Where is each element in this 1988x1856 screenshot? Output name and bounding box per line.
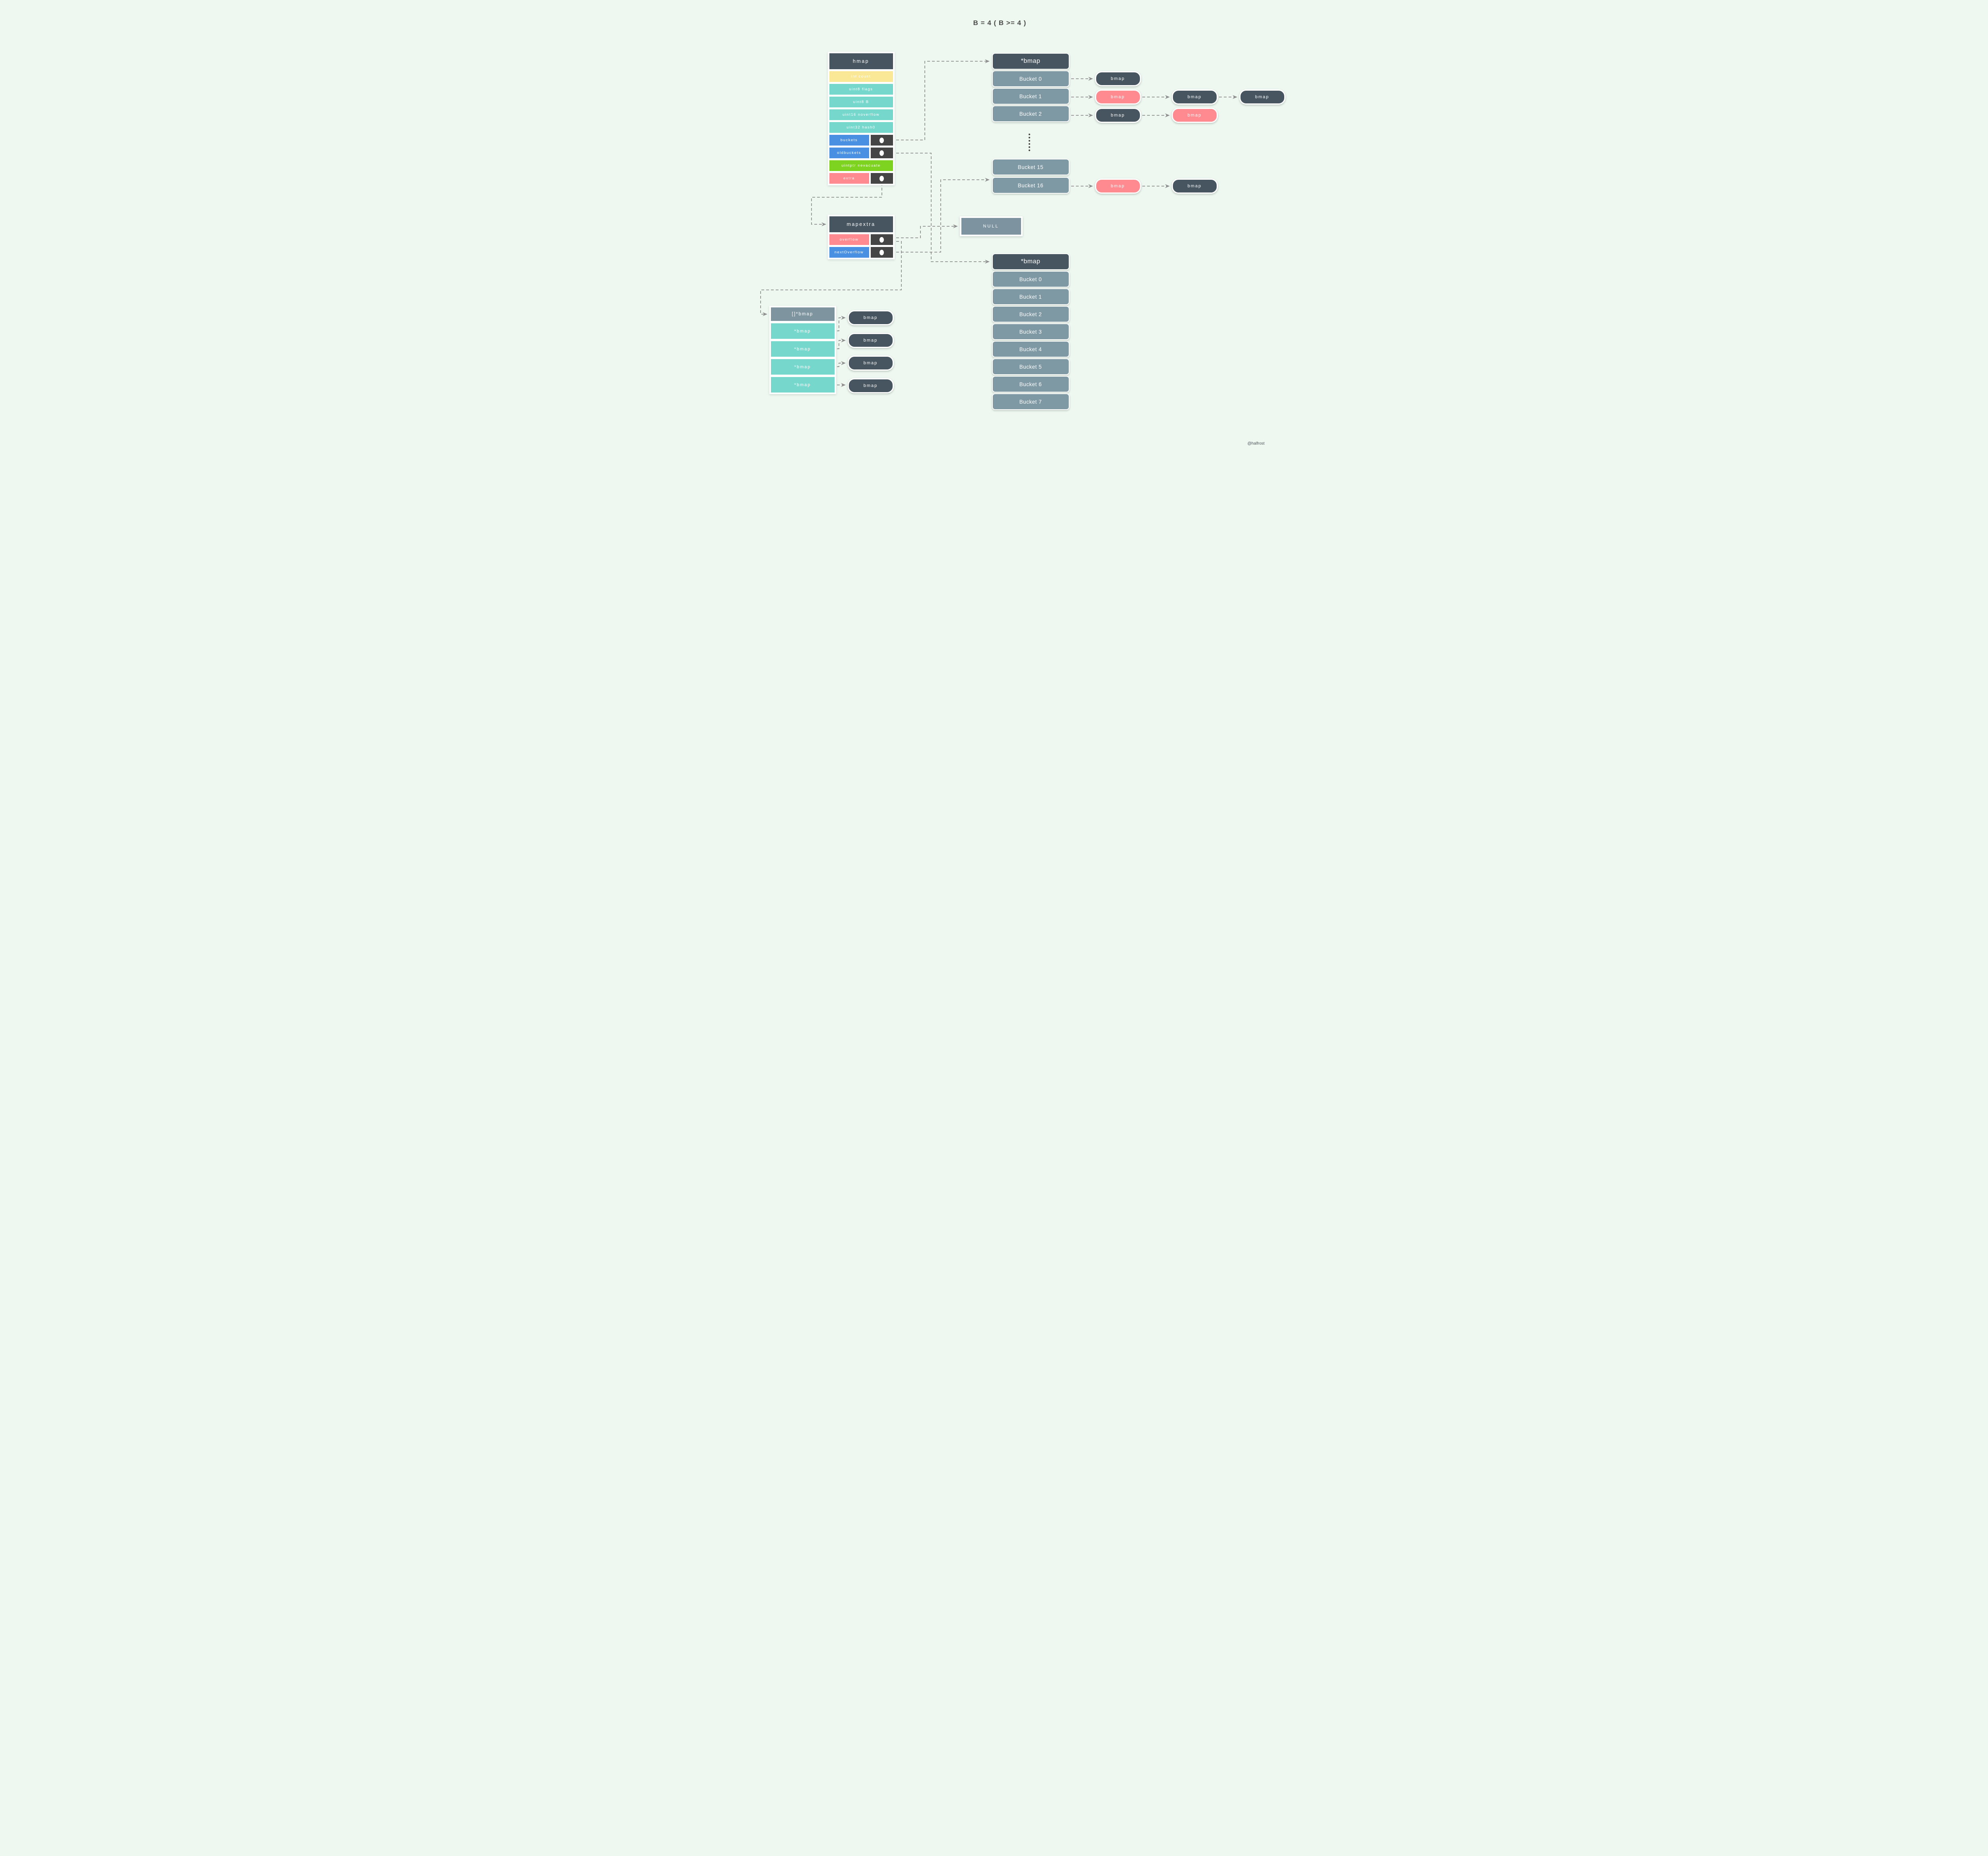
ellipsis-dot-icon [1028, 133, 1030, 136]
hmap-row-label: oldbuckets [829, 148, 869, 158]
bucket-row: Bucket 16 [992, 177, 1070, 194]
pointer-cell [870, 148, 893, 158]
bucket-row: Bucket 2 [992, 306, 1070, 323]
bmap-pill-pink: bmap [1095, 89, 1141, 105]
bmap-pill-dark: bmap [1171, 89, 1218, 105]
pointer-dot-icon [879, 137, 884, 143]
hmap-row-label: uint16 noverflow [829, 109, 893, 120]
mapextra-header: mapextra [829, 216, 893, 232]
watermark: @halfrost [1247, 441, 1265, 446]
hmap-row: buckets [829, 135, 893, 146]
bucket-row: Bucket 0 [992, 70, 1070, 87]
hmap-row: uint8 flags [829, 84, 893, 95]
mapextra-row: nextOverflow [829, 247, 893, 258]
ellipsis-dot-icon [1028, 146, 1030, 148]
hmap-row-label: int count [829, 71, 893, 82]
pointer-dot-icon [879, 150, 884, 156]
connector-line [881, 178, 990, 253]
bmap-pill-pink: bmap [1171, 108, 1218, 123]
bmap-pill-dark: bmap [847, 378, 894, 393]
mapextra-row-label: overflow [829, 234, 869, 245]
diagram-canvas: B = 4 ( B >= 4 ) hmap int count uint8 flag… [692, 0, 1296, 464]
hmap-row: uintptr nevacuate [829, 160, 893, 171]
hmap-row-label: uintptr nevacuate [829, 160, 893, 171]
connector-line [881, 59, 990, 140]
null-label: NULL [983, 224, 999, 229]
pointer-cell [870, 247, 893, 258]
bmap-pill-dark: bmap [1095, 71, 1141, 86]
hmap-row: uint16 noverflow [829, 109, 893, 120]
slice-row-label: *bmap [771, 341, 835, 357]
pointer-dot-icon [879, 175, 884, 181]
ellipsis-dot-icon [1028, 136, 1030, 139]
pointer-cell [870, 135, 893, 146]
bucket-row: Bucket 1 [992, 288, 1070, 305]
bmap-pill-dark: bmap [847, 333, 894, 348]
mapextra-row-label: nextOverflow [829, 247, 869, 258]
null-box: NULL [959, 216, 1023, 236]
overflow-slice-array: []*bmap *bmap *bmap *bmap *bmap [769, 306, 836, 394]
hmap-row-label: uint8 flags [829, 84, 893, 95]
hmap-row-label: extra [829, 173, 869, 184]
slice-row-label: *bmap [771, 359, 835, 375]
pointer-cell [870, 234, 893, 245]
bucket-row: Bucket 15 [992, 159, 1070, 175]
bucket-row: Bucket 2 [992, 105, 1070, 122]
hmap-row: uint8 B [829, 97, 893, 107]
bucket-row: Bucket 7 [992, 393, 1070, 410]
bucket-array-old-header: *bmap [992, 253, 1070, 270]
mapextra-row: overflow [829, 234, 893, 245]
bucket-row: Bucket 5 [992, 358, 1070, 375]
bmap-pill-dark: bmap [1095, 108, 1141, 123]
slice-row-label: *bmap [771, 323, 835, 339]
hmap-row-label: uint8 B [829, 97, 893, 107]
hmap-row: extra [829, 173, 893, 184]
ellipsis-dot-icon [1028, 140, 1030, 142]
connector-line [881, 153, 990, 264]
bucket-row: Bucket 3 [992, 323, 1070, 340]
bucket-row: Bucket 4 [992, 341, 1070, 358]
overflow-slice-header: []*bmap [771, 307, 835, 321]
hmap-row: uint32 hash0 [829, 122, 893, 133]
ellipsis-dot-icon [1028, 143, 1030, 145]
pointer-dot-icon [879, 249, 884, 255]
hmap-row-label: uint32 hash0 [829, 122, 893, 133]
pointer-dot-icon [879, 237, 884, 243]
hmap-struct: hmap int count uint8 flags uint8 B uint16 no… [827, 52, 895, 185]
hmap-row-label: buckets [829, 135, 869, 146]
pointer-cell [870, 173, 893, 184]
bmap-pill-dark: bmap [847, 310, 894, 325]
bmap-pill-dark: bmap [1171, 179, 1218, 194]
hmap-row: int count [829, 71, 893, 82]
bucket-row: Bucket 1 [992, 88, 1070, 105]
slice-row-label: *bmap [771, 377, 835, 393]
mapextra-struct: mapextra overflow nextOverflow [827, 215, 895, 259]
bucket-row: Bucket 0 [992, 271, 1070, 288]
bmap-pill-dark: bmap [847, 356, 894, 371]
bmap-pill-pink: bmap [1095, 179, 1141, 194]
diagram-title: B = 4 ( B >= 4 ) [973, 19, 1027, 27]
bucket-row: Bucket 6 [992, 376, 1070, 393]
hmap-header: hmap [829, 53, 893, 69]
hmap-row: oldbuckets [829, 148, 893, 158]
bmap-pill-dark: bmap [1239, 89, 1285, 105]
ellipsis-dot-icon [1028, 149, 1030, 152]
bucket-array-new-header: *bmap [992, 53, 1070, 70]
